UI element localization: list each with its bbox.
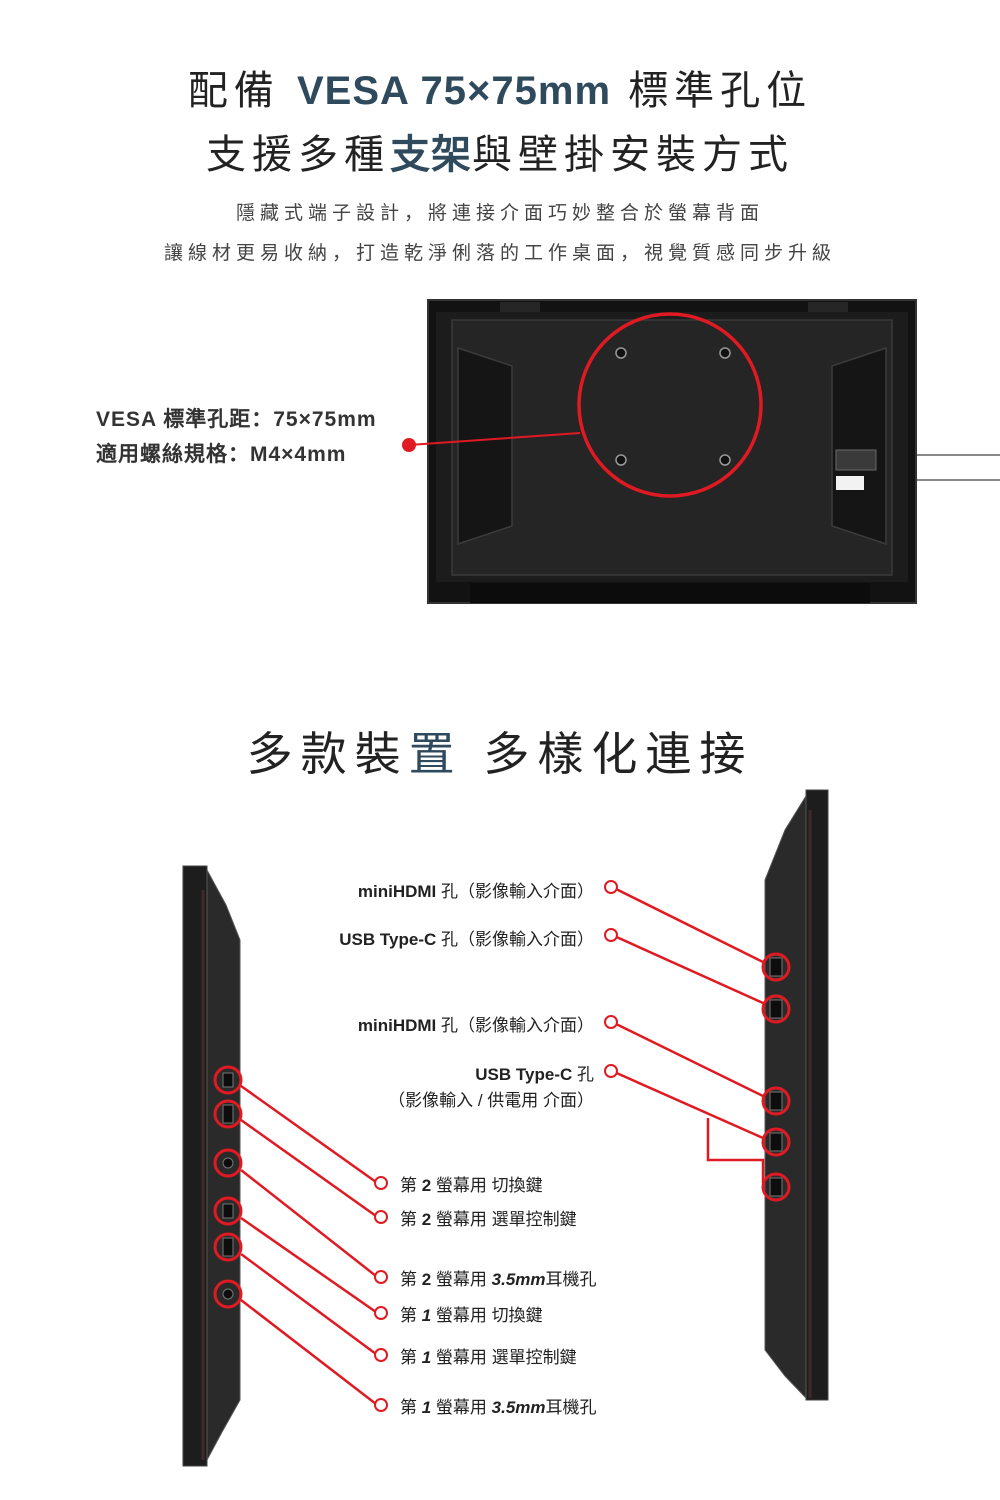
port-label-ring-2 (604, 928, 618, 942)
button-label-screen1-audio: 第 1 螢幕用 3.5mm耳機孔 (400, 1398, 597, 1417)
section1-title-line2: 支援多種支架與壁掛安裝方式 (206, 133, 794, 177)
spec-pointer-dot (402, 438, 416, 452)
section2-title: 多款裝置 多樣化連接 (246, 728, 754, 780)
button-label-screen1-switch: 第 1 螢幕用 切換鍵 (400, 1306, 543, 1325)
vesa-highlight: VESA 75×75mm (296, 69, 612, 113)
vesa-spacing-spec: VESA 標準孔距：75×75mm (96, 408, 377, 431)
button-label-ring-2 (374, 1210, 388, 1224)
port-label-ring-1 (604, 880, 618, 894)
port-label-usbc-2-subtitle: （影像輸入 / 供電用 介面） (388, 1091, 594, 1110)
button-label-ring-1 (374, 1176, 388, 1190)
section1-desc-line2: 讓線材更易收納，打造乾淨俐落的工作桌面，視覺質感同步升級 (163, 243, 836, 264)
button-label-screen2-audio: 第 2 螢幕用 3.5mm耳機孔 (400, 1270, 597, 1289)
button-label-screen2-menu: 第 2 螢幕用 選單控制鍵 (400, 1210, 577, 1229)
button-label-ring-6 (374, 1398, 388, 1412)
button-label-ring-3 (374, 1270, 388, 1284)
port-label-ring-3 (604, 1015, 618, 1029)
button-label-screen1-menu: 第 1 螢幕用 選單控制鍵 (400, 1348, 577, 1367)
port-label-minihdmi-1: miniHDMI 孔（影像輸入介面） (357, 882, 594, 901)
screw-spec: 適用螺絲規格：M4×4mm (96, 443, 347, 466)
port-label-minihdmi-2: miniHDMI 孔（影像輸入介面） (357, 1016, 594, 1035)
button-label-ring-5 (374, 1348, 388, 1362)
monitor-back-illustration (408, 299, 1000, 604)
port-label-usbc-2: USB Type-C 孔 (475, 1065, 594, 1084)
button-label-ring-4 (374, 1306, 388, 1320)
section1-desc-line1: 隱藏式端子設計，將連接介面巧妙整合於螢幕背面 (235, 203, 764, 224)
button-label-screen2-switch: 第 2 螢幕用 切換鍵 (400, 1176, 543, 1195)
port-label-usbc-1: USB Type-C 孔（影像輸入介面） (339, 930, 594, 949)
section1-title-line1: 配備 VESA 75×75mm 標準孔位 (187, 69, 813, 113)
port-label-ring-4 (604, 1064, 618, 1078)
